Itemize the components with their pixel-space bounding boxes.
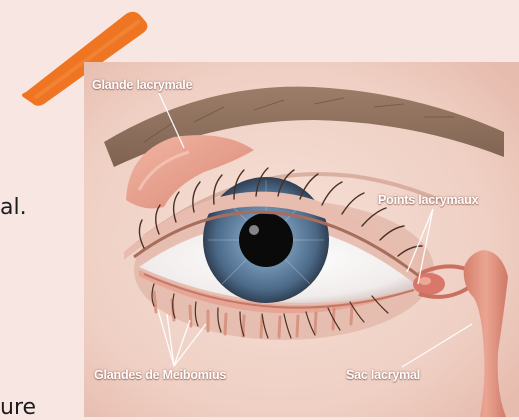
label-points-lacrymaux: Points lacrymaux bbox=[378, 193, 478, 207]
eye-illustration bbox=[84, 62, 519, 417]
eye-lacrimal-diagram: Glande lacrymale Points lacrymaux Glande… bbox=[84, 62, 519, 417]
side-text-fragment-top: al. bbox=[0, 197, 27, 219]
label-glande-lacrymale: Glande lacrymale bbox=[92, 78, 192, 92]
side-text-fragment-bottom: ure bbox=[0, 397, 36, 419]
label-glandes-de-meibomius: Glandes de Meibomius bbox=[94, 368, 226, 382]
label-sac-lacrymal: Sac lacrymal bbox=[346, 368, 420, 382]
